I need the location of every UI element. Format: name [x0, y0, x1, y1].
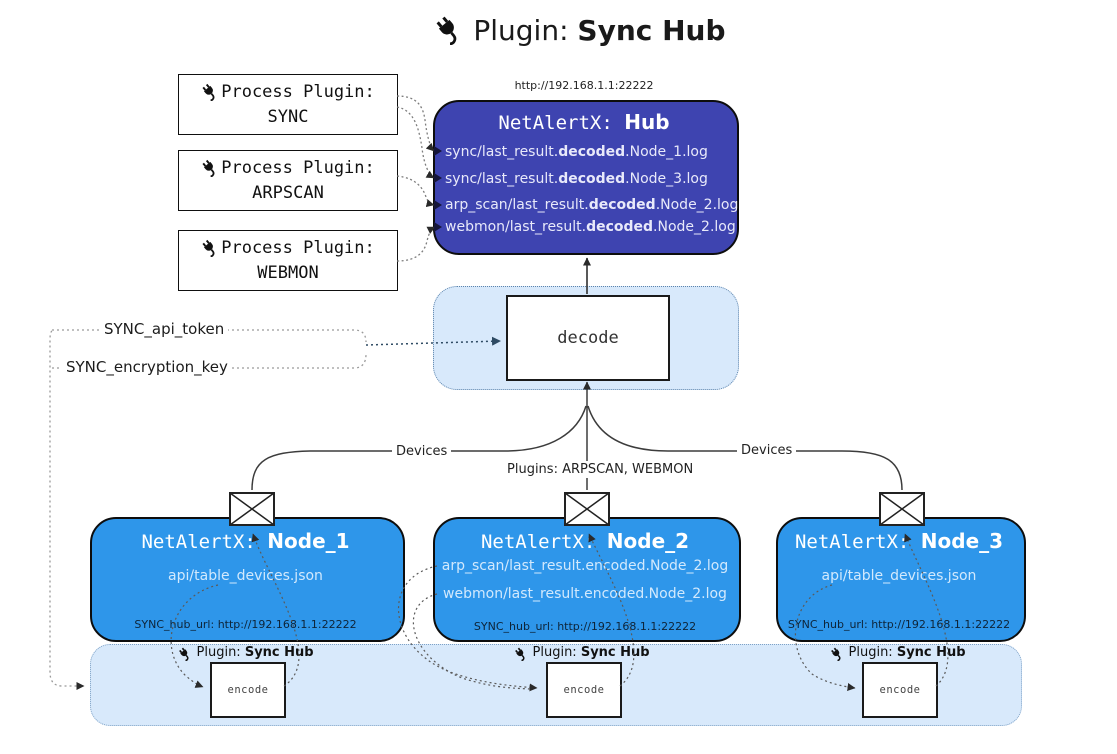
- node-2-file: arp_scan/last_result.encoded.Node_2.log: [441, 558, 729, 574]
- envelope-icon: [564, 492, 610, 530]
- plug-icon: [515, 647, 525, 661]
- hub-url: http://192.168.1.1:22222: [514, 79, 654, 92]
- node-3-hub-url: SYNC_hub_url: http://192.168.1.1:22222: [787, 618, 1011, 631]
- node-2-hub-url: SYNC_hub_url: http://192.168.1.1:22222: [473, 620, 697, 633]
- hub-log-line: sync/last_result.decoded.Node_3.log: [445, 171, 708, 187]
- process-plugin-label: Process Plugin:: [221, 81, 375, 102]
- page-title: Plugin: Sync Hub: [100, 14, 1060, 47]
- devices-label-right: Devices: [737, 442, 797, 459]
- hub-log-line: sync/last_result.decoded.Node_1.log: [445, 144, 708, 160]
- decode-label: decode: [557, 328, 619, 348]
- process-plugin-box-arpscan: Process Plugin: ARPSCAN: [178, 150, 398, 211]
- node-1-file: api/table_devices.json: [168, 568, 323, 584]
- hub-log-line: webmon/last_result.decoded.Node_2.log: [445, 219, 736, 235]
- node-1-hub-url: SYNC_hub_url: http://192.168.1.1:22222: [134, 618, 357, 631]
- process-plugin-name: SYNC: [267, 106, 309, 127]
- hub-title-name: Hub: [624, 110, 670, 134]
- plug-icon: [179, 647, 189, 661]
- node-2-title: NetAlertX: Node_2: [480, 529, 690, 553]
- node-1-box: [90, 517, 405, 642]
- encode-box: encode: [862, 662, 938, 718]
- plugins-label-middle: Plugins: ARPSCAN, WEBMON: [503, 461, 698, 478]
- process-plugin-box-sync: Process Plugin: SYNC: [178, 74, 398, 135]
- hub-box: [433, 100, 739, 255]
- plug-icon: [202, 160, 215, 178]
- decode-box: decode: [506, 295, 670, 381]
- process-plugin-label: Process Plugin:: [221, 237, 375, 258]
- encoder-label: Plugin: Sync Hub: [161, 645, 331, 661]
- encoder-label: Plugin: Sync Hub: [813, 645, 983, 661]
- process-plugin-label: Process Plugin:: [221, 157, 375, 178]
- node-2-file: webmon/last_result.encoded.Node_2.log: [443, 586, 727, 602]
- sync-encryption-key-label: SYNC_encryption_key: [62, 358, 232, 376]
- plug-icon: [202, 240, 215, 258]
- encode-box: encode: [210, 662, 286, 718]
- process-plugin-box-webmon: Process Plugin: WEBMON: [178, 230, 398, 291]
- devices-label-left: Devices: [392, 443, 452, 460]
- node-1-title: NetAlertX: Node_1: [141, 529, 350, 553]
- process-plugin-name: ARPSCAN: [252, 182, 324, 203]
- process-plugin-name: WEBMON: [257, 262, 319, 283]
- hub-log-line: arp_scan/last_result.decoded.Node_2.log: [445, 197, 739, 213]
- encode-box: encode: [546, 662, 622, 718]
- envelope-icon: [879, 492, 925, 530]
- sync-api-token-label: SYNC_api_token: [100, 320, 229, 338]
- envelope-icon: [229, 492, 275, 530]
- title-label: Plugin:: [473, 14, 569, 47]
- hub-title: NetAlertX: Hub: [433, 110, 735, 134]
- title-name: Sync Hub: [577, 14, 726, 47]
- plug-icon: [202, 84, 215, 102]
- plug-icon: [831, 647, 841, 661]
- hub-title-prefix: NetAlertX:: [498, 112, 613, 134]
- encoder-label: Plugin: Sync Hub: [497, 645, 667, 661]
- node-3-title: NetAlertX: Node_3: [794, 529, 1004, 553]
- plug-icon: [436, 16, 457, 45]
- node-3-file: api/table_devices.json: [821, 568, 977, 584]
